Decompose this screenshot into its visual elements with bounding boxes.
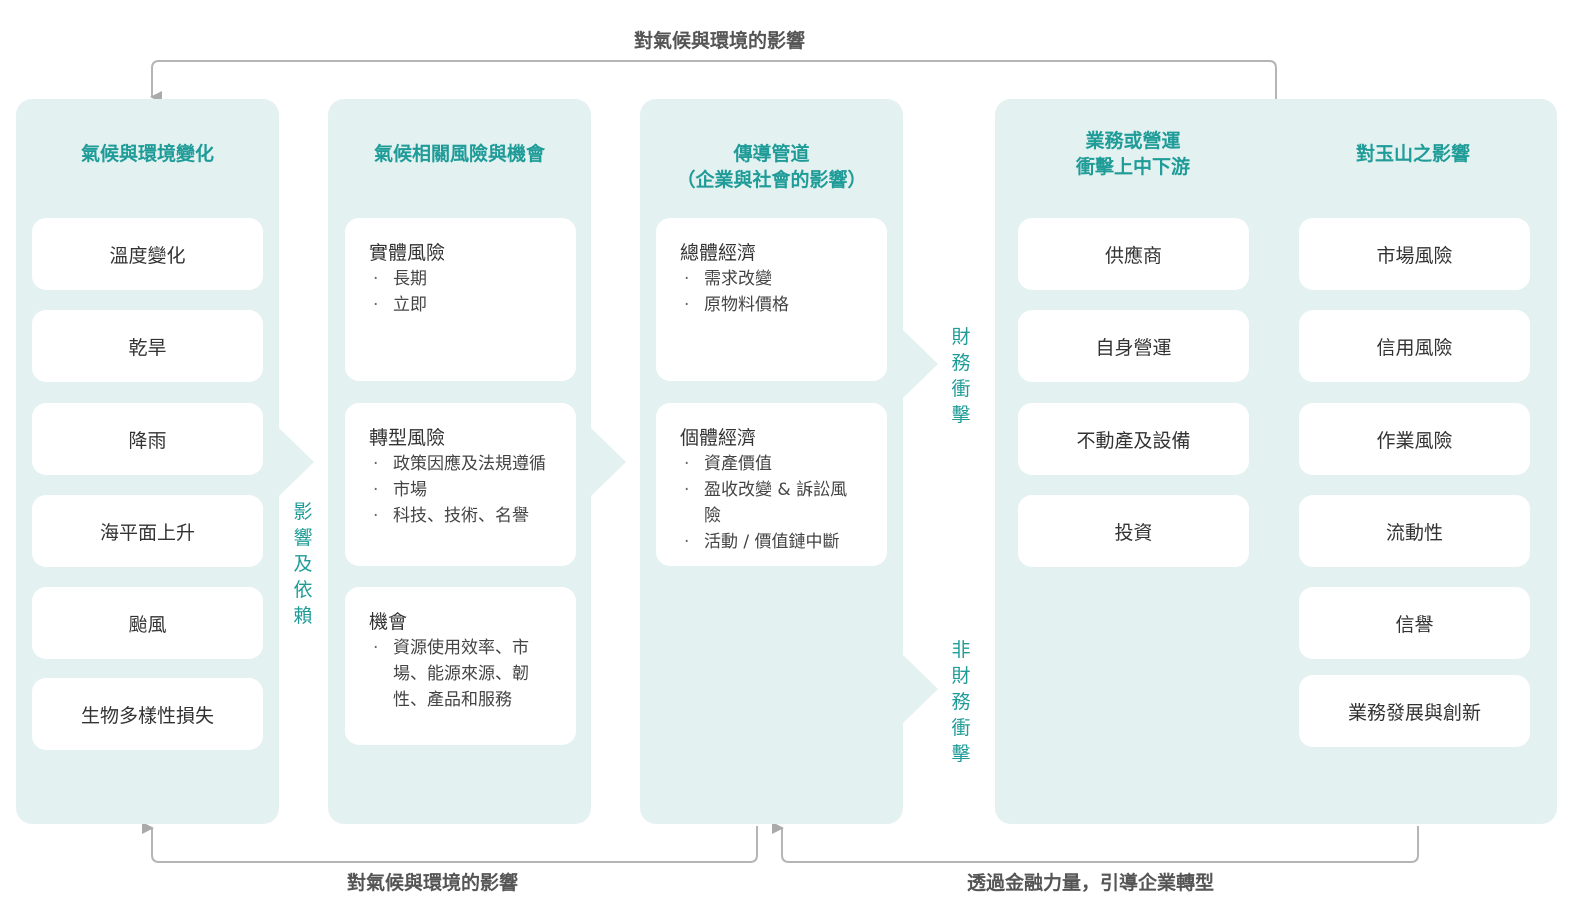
card-item: 信用風險 xyxy=(1299,310,1530,382)
card-item: 海平面上升 xyxy=(32,495,263,567)
panel-title: 氣候與環境變化 xyxy=(80,143,214,165)
card-transition-risk: 轉型風險 政策因應及法規遵循 市場 科技、技術、名譽 xyxy=(345,403,576,566)
top-loop-arrow xyxy=(150,60,1277,103)
card-item: 流動性 xyxy=(1299,495,1530,567)
bottom-right-loop-arrow xyxy=(772,822,1419,863)
label-impact-dependency: 影響及依賴 xyxy=(293,501,313,627)
card-item: 業務發展與創新 xyxy=(1299,675,1530,747)
bottom-left-loop-arrow xyxy=(142,822,758,863)
chevron-3-4-nonfinancial xyxy=(903,655,938,723)
panel-risks-opportunities: 氣候相關風險與機會 實體風險 長期 立即 轉型風險 政策因應及法規遵循 市場 科… xyxy=(328,99,591,824)
card-item: 自身營運 xyxy=(1018,310,1249,382)
label-financial-impact: 財務衝擊 xyxy=(951,326,971,426)
card-item: 供應商 xyxy=(1018,218,1249,290)
card-item: 生物多樣性損失 xyxy=(32,678,263,750)
card-macroeconomy: 總體經濟 需求改變 原物料價格 xyxy=(656,218,887,381)
label-nonfinancial-impact: 非財務衝擊 xyxy=(951,639,971,765)
panel-business-impact: 業務或營運 衝擊上中下游 對玉山之影響 供應商 自身營運 不動產及設備 投資 市… xyxy=(995,99,1557,824)
panel-title-esun-impact: 對玉山之影響 xyxy=(1355,143,1470,165)
bottom-right-flow-label: 透過金融力量，引導企業轉型 xyxy=(967,872,1215,894)
card-item: 投資 xyxy=(1018,495,1249,567)
top-flow-label: 對氣候與環境的影響 xyxy=(634,30,806,52)
panel-title: 氣候相關風險與機會 xyxy=(373,143,545,165)
panel-climate-change: 氣候與環境變化 溫度變化 乾旱 降雨 海平面上升 颱風 生物多樣性損失 xyxy=(16,99,279,824)
card-item: 信譽 xyxy=(1299,587,1530,659)
chevron-3-4-financial xyxy=(903,330,938,398)
card-opportunity: 機會 資源使用效率、市場、能源來源、韌性、產品和服務 xyxy=(345,587,576,745)
card-item: 作業風險 xyxy=(1299,403,1530,475)
card-microeconomy: 個體經濟 資產價值 盈收改變 & 訴訟風險 活動 / 價值鏈中斷 xyxy=(656,403,887,566)
card-item: 颱風 xyxy=(32,587,263,659)
chevron-2-3 xyxy=(591,428,626,496)
panel-title-operations: 業務或營運 衝擊上中下游 xyxy=(1075,130,1190,178)
card-item: 降雨 xyxy=(32,403,263,475)
chevron-1-2 xyxy=(279,428,314,496)
card-item: 溫度變化 xyxy=(32,218,263,290)
card-item: 市場風險 xyxy=(1299,218,1530,290)
panel-transmission-channels: 傳導管道 （企業與社會的影響） 總體經濟 需求改變 原物料價格 個體經濟 資產價… xyxy=(640,99,903,824)
card-item: 乾旱 xyxy=(32,310,263,382)
card-physical-risk: 實體風險 長期 立即 xyxy=(345,218,576,381)
bottom-left-flow-label: 對氣候與環境的影響 xyxy=(347,872,519,894)
card-item: 不動產及設備 xyxy=(1018,403,1249,475)
panel-title: 傳導管道 （企業與社會的影響） xyxy=(676,143,867,191)
